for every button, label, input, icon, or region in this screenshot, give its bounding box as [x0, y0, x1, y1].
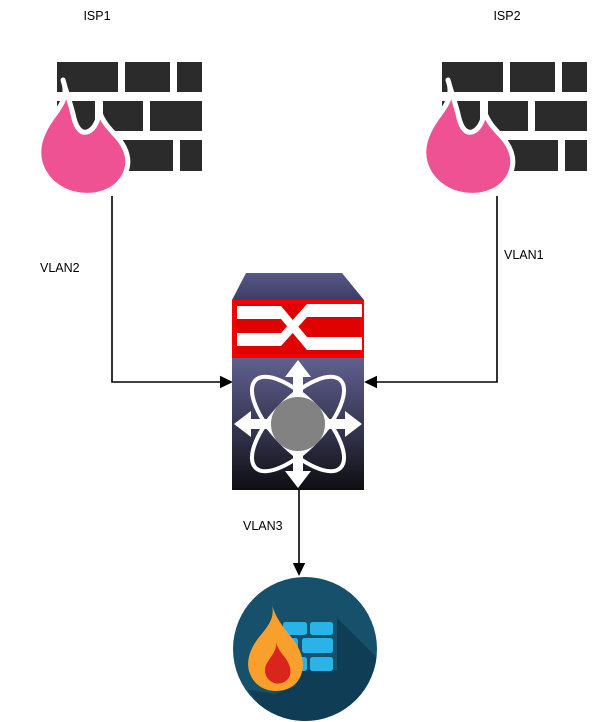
isp2-firewall-icon — [421, 62, 587, 198]
flame-icon — [36, 77, 131, 198]
core-switch-icon — [232, 273, 364, 490]
isp1-label: ISP1 — [83, 9, 111, 23]
vlan1-arrowhead-icon — [364, 375, 377, 389]
vlan2-edge-label: VLAN2 — [40, 261, 80, 275]
direction-arrows — [234, 360, 362, 488]
vlan1-edge-label: VLAN1 — [504, 248, 544, 262]
isp2-label: ISP2 — [493, 9, 521, 23]
vlan1-connector — [364, 196, 498, 389]
switch-top-face — [232, 273, 364, 300]
vlan3-edge-label: VLAN3 — [243, 519, 283, 533]
switch-fabric-band — [232, 300, 364, 358]
vlan3-connector — [292, 489, 306, 576]
vlan3-arrowhead-icon — [292, 563, 306, 576]
isp1-firewall-icon — [36, 62, 202, 198]
switch-core-circle — [271, 397, 325, 451]
vlan2-connector — [111, 196, 233, 389]
flame-icon — [421, 77, 516, 198]
vlan2-arrowhead-icon — [220, 375, 233, 389]
long-shadow — [248, 618, 377, 721]
inner-flame-icon — [264, 642, 291, 684]
internal-firewall-icon — [233, 577, 377, 721]
